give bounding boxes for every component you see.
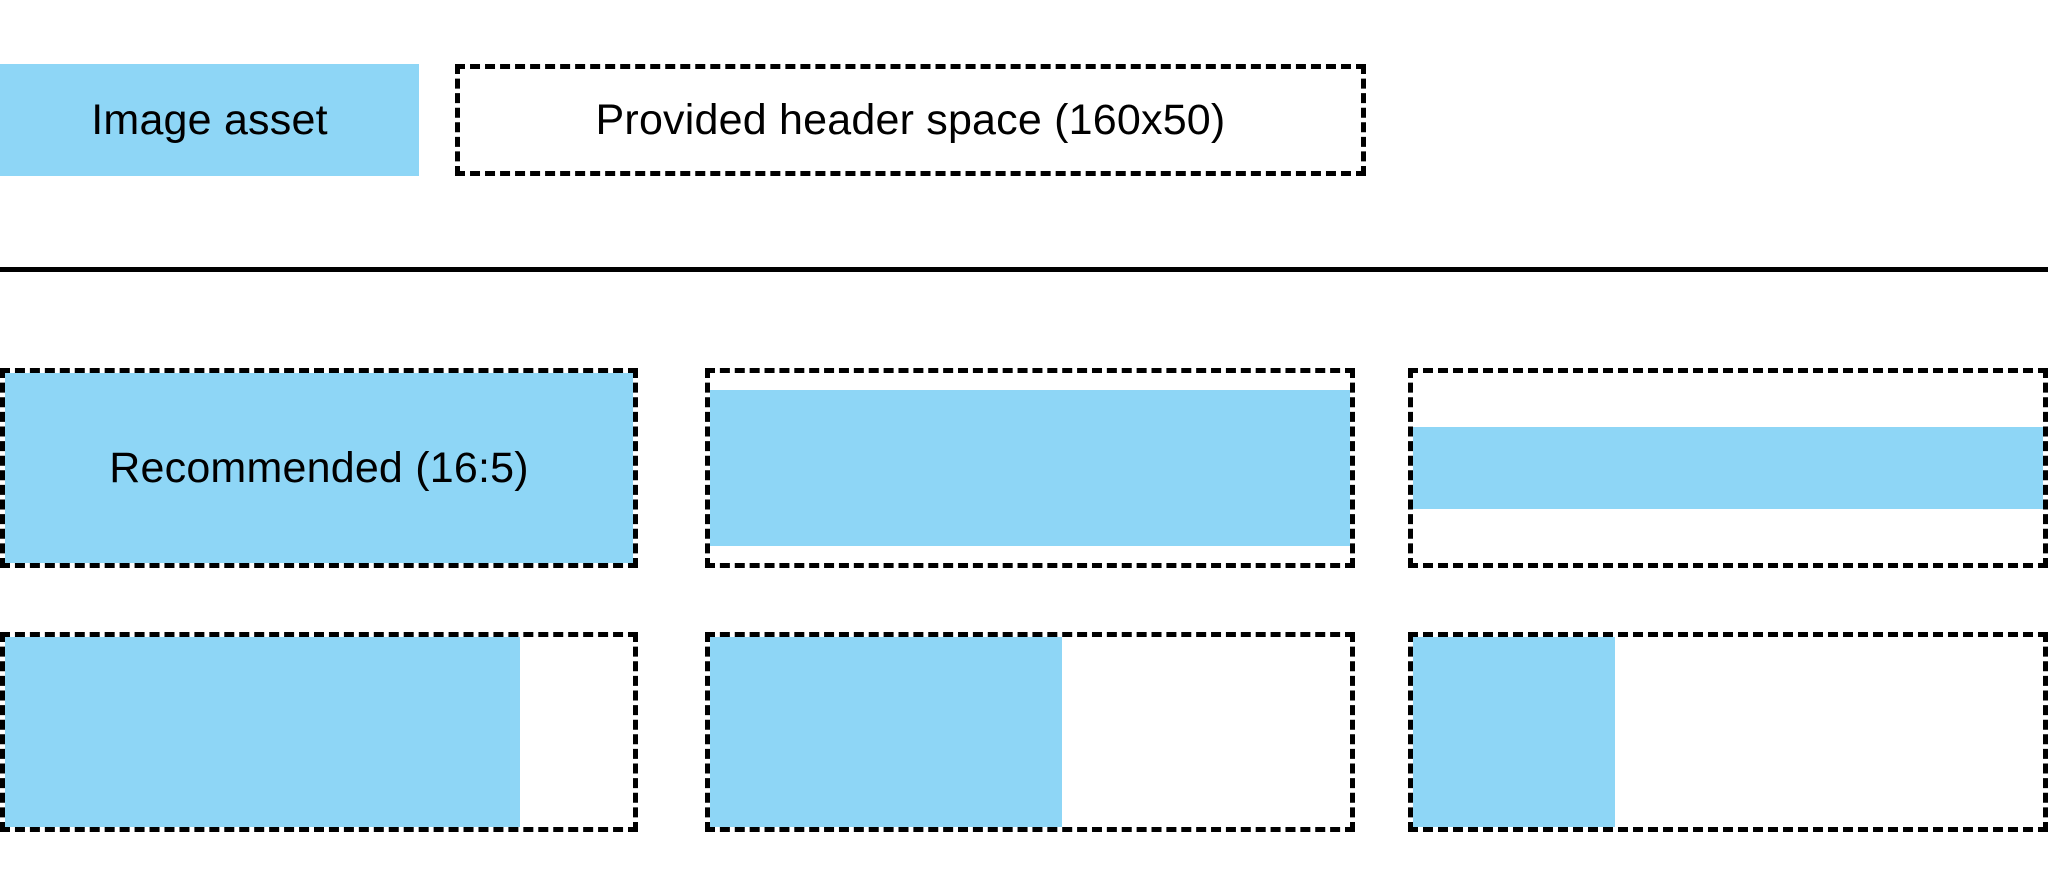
image-asset-fill — [710, 390, 1350, 546]
header-space-legend-box: Provided header space (160x50) — [455, 64, 1366, 176]
image-asset-fill — [1413, 427, 2043, 509]
image-asset-fill — [5, 637, 520, 827]
image-asset-fill: Recommended (16:5) — [5, 373, 633, 563]
header-space-legend-label: Provided header space (160x50) — [595, 95, 1226, 144]
section-divider — [0, 267, 2048, 272]
example-box-r2c1 — [0, 632, 638, 832]
example-box-r2c2 — [705, 632, 1355, 832]
example-box-r2c3 — [1408, 632, 2048, 832]
image-asset-fill — [1413, 637, 1615, 827]
example-box-r1c2 — [705, 368, 1355, 568]
image-asset-legend-label: Image asset — [91, 95, 328, 144]
example-box-r1c3 — [1408, 368, 2048, 568]
image-asset-legend-swatch: Image asset — [0, 64, 419, 176]
recommended-ratio-label: Recommended (16:5) — [109, 443, 529, 492]
image-asset-fill — [710, 637, 1062, 827]
example-box-r1c1: Recommended (16:5) — [0, 368, 638, 568]
